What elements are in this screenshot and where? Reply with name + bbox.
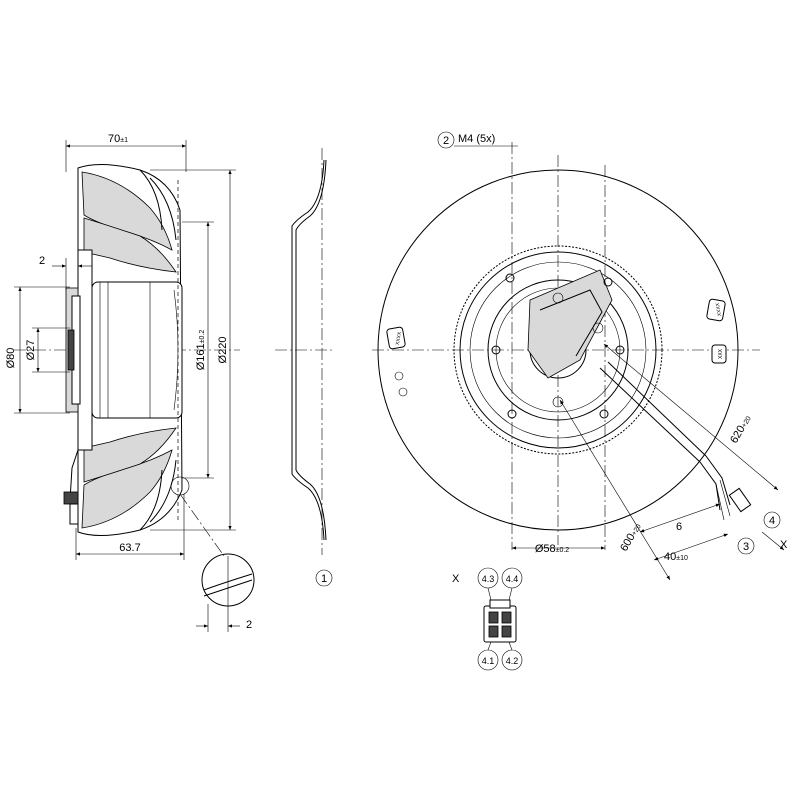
svg-text:4: 4 bbox=[769, 515, 775, 527]
svg-text:4.4: 4.4 bbox=[506, 574, 519, 584]
d58-dimension: Ø58±0.2 bbox=[535, 543, 569, 555]
cable-length-620: 620+20 bbox=[728, 413, 754, 445]
view-arrow-x: X bbox=[780, 539, 788, 551]
svg-text:4.1: 4.1 bbox=[482, 656, 495, 666]
d161-dimension: Ø161±0.2 bbox=[195, 330, 207, 371]
svg-text:XXX: XXX bbox=[718, 348, 724, 359]
callout-2 bbox=[437, 131, 455, 149]
svg-text:4.3: 4.3 bbox=[482, 574, 495, 584]
width-dimension: 70±1 bbox=[108, 133, 128, 145]
detail-view: 2 bbox=[196, 553, 255, 632]
callout-3 bbox=[737, 537, 755, 555]
d80-dimension: Ø80 bbox=[5, 348, 17, 369]
connector-view: X 4.3 4.4 4.1 4.2 bbox=[452, 567, 523, 671]
front-view-dimensions: 2 M4 (5x) Ø58±0.2 620+20 600+20 6 40±10 … bbox=[437, 131, 788, 581]
d27-dimension: Ø27 bbox=[25, 340, 37, 361]
callout-1 bbox=[315, 569, 333, 587]
cable-length-600: 600+20 bbox=[618, 521, 644, 553]
strip-length-6: 6 bbox=[676, 521, 682, 533]
svg-text:XXXX: XXXX bbox=[715, 302, 723, 317]
depth-dimension: 63.7 bbox=[119, 542, 140, 554]
strip-length-40: 40±10 bbox=[664, 551, 688, 563]
pin-label-4-4 bbox=[501, 567, 523, 589]
side-view bbox=[14, 164, 240, 557]
offset-dimension: 2 bbox=[39, 255, 45, 267]
callout-4 bbox=[763, 511, 781, 529]
d220-dimension: Ø220 bbox=[217, 337, 229, 364]
connector-view-label: X bbox=[452, 573, 460, 585]
m4-label: M4 (5x) bbox=[458, 133, 495, 145]
svg-text:XXXX: XXXX bbox=[395, 331, 403, 346]
svg-text:1: 1 bbox=[321, 573, 327, 585]
svg-text:3: 3 bbox=[743, 541, 749, 553]
inlet-ring-profile: 1 bbox=[275, 148, 335, 587]
front-view: XXXX XXXX XXX bbox=[372, 142, 760, 550]
svg-text:4.2: 4.2 bbox=[506, 656, 519, 666]
side-view-dimensions: 70±1 63.7 2 Ø80 Ø27 Ø161±0.2 Ø220 bbox=[5, 133, 236, 560]
detail-gap-dimension: 2 bbox=[246, 619, 252, 631]
svg-text:2: 2 bbox=[443, 135, 449, 147]
